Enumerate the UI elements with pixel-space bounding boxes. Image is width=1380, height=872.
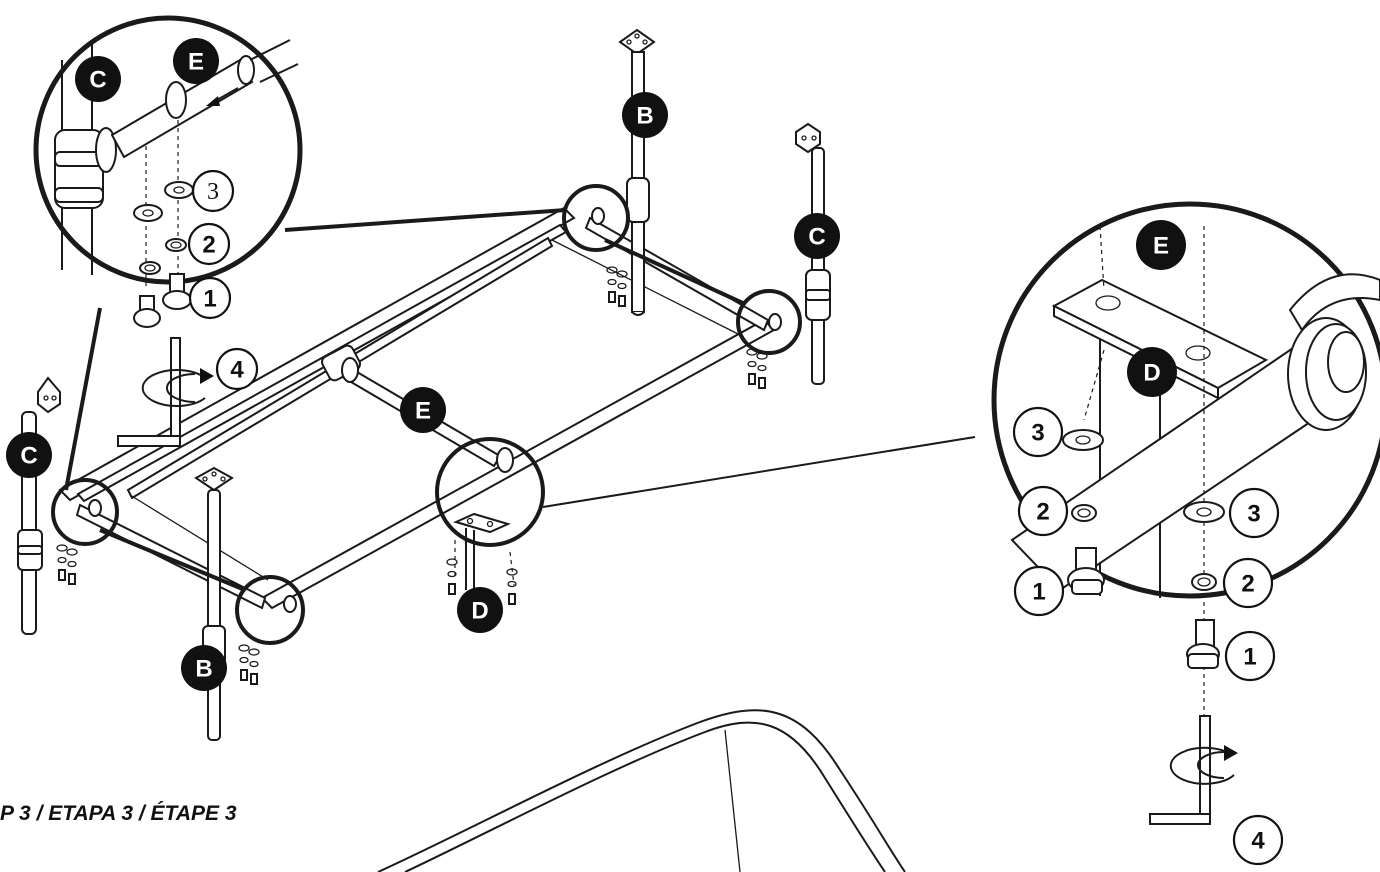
badge-d: D bbox=[457, 587, 503, 633]
step-number-4: 4 bbox=[1232, 814, 1284, 866]
badge-d: D bbox=[1127, 347, 1177, 397]
badge-b: B bbox=[181, 645, 227, 691]
svg-text:D: D bbox=[1143, 360, 1160, 387]
leg-b-front bbox=[194, 466, 234, 741]
badge-c: C bbox=[794, 213, 840, 259]
hardware-stacks bbox=[56, 266, 768, 685]
badge-e: E bbox=[173, 38, 219, 84]
step-number-1: 1 bbox=[1224, 630, 1276, 682]
arrow-icon bbox=[206, 87, 239, 106]
svg-text:B: B bbox=[195, 656, 212, 683]
step-number-1: 1 bbox=[1013, 565, 1065, 617]
rotation-arrow-icon bbox=[1169, 745, 1238, 785]
badge-b: B bbox=[622, 92, 668, 138]
svg-text:2: 2 bbox=[202, 232, 215, 259]
svg-text:3: 3 bbox=[207, 179, 219, 205]
svg-text:2: 2 bbox=[1241, 571, 1254, 598]
part-badges: C E B C E C D B E D bbox=[6, 38, 1186, 691]
svg-text:C: C bbox=[89, 67, 106, 94]
svg-text:E: E bbox=[188, 49, 204, 76]
svg-text:2: 2 bbox=[1036, 499, 1049, 526]
svg-text:E: E bbox=[415, 398, 431, 425]
step-number-4: 4 bbox=[215, 347, 259, 391]
allen-key-icon bbox=[1149, 715, 1211, 825]
svg-text:B: B bbox=[636, 103, 653, 130]
step-numbers: 3 2 1 4 3 2 3 2 1 1 4 bbox=[187, 169, 1284, 866]
svg-text:4: 4 bbox=[1251, 828, 1265, 855]
svg-text:D: D bbox=[471, 598, 488, 625]
rotation-arrow-icon bbox=[141, 368, 214, 407]
svg-text:C: C bbox=[20, 443, 37, 470]
svg-text:E: E bbox=[1153, 233, 1169, 260]
step-title: P 3 / ETAPA 3 / ÉTAPE 3 bbox=[0, 802, 237, 825]
step-number-3: 3 bbox=[191, 169, 235, 213]
badge-c: C bbox=[75, 56, 121, 102]
detail-circles bbox=[51, 184, 802, 645]
allen-key-icon bbox=[117, 337, 181, 447]
leg-b-back bbox=[618, 28, 656, 316]
step-number-1: 1 bbox=[188, 276, 232, 320]
svg-text:3: 3 bbox=[1247, 501, 1260, 528]
svg-text:3: 3 bbox=[1031, 420, 1044, 447]
svg-text:C: C bbox=[808, 224, 825, 251]
step-number-3: 3 bbox=[1012, 406, 1064, 458]
bathtub-outline bbox=[377, 709, 906, 872]
step-number-2: 2 bbox=[1222, 557, 1274, 609]
badge-e: E bbox=[1136, 220, 1186, 270]
badge-c: C bbox=[6, 432, 52, 478]
svg-text:1: 1 bbox=[203, 286, 216, 313]
callout-connectors bbox=[64, 208, 976, 592]
step-number-3: 3 bbox=[1228, 487, 1280, 539]
leg-c-back bbox=[795, 122, 831, 385]
svg-text:4: 4 bbox=[230, 357, 244, 384]
svg-text:1: 1 bbox=[1243, 644, 1256, 671]
badge-e: E bbox=[400, 387, 446, 433]
svg-text:1: 1 bbox=[1032, 579, 1045, 606]
step-number-2: 2 bbox=[187, 222, 231, 266]
step-number-2: 2 bbox=[1017, 485, 1069, 537]
